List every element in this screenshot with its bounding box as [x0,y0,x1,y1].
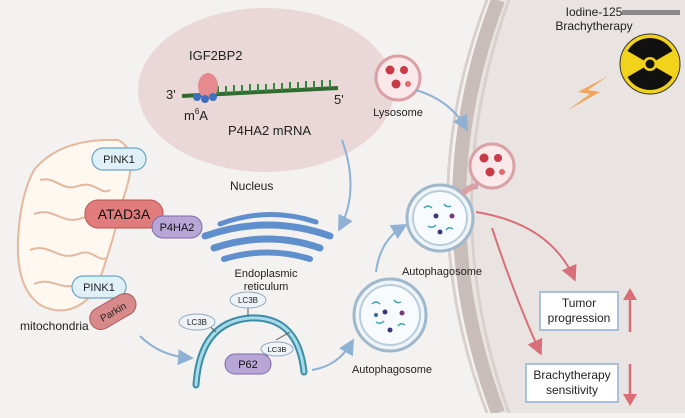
atad3a-node: ATAD3A [85,200,163,228]
brachytherapy-sensitivity-box: Brachytherapy sensitivity [526,364,618,402]
autophagosome-lower-label: Autophagosome [352,364,432,376]
iodine-label-line2: Brachytherapy [555,19,632,33]
lc3b-node-1: LC3B [179,314,215,330]
svg-text:Brachytherapy: Brachytherapy [533,368,610,382]
svg-text:PINK1: PINK1 [103,154,135,166]
pink1-bottom-node: PINK1 [72,276,126,298]
radiation-icon [620,34,680,94]
lc3b-node-2: LC3B [230,292,266,308]
lc3b-node-3: LC3B [261,342,293,356]
nucleus-label: Nucleus [230,179,273,193]
iodine-label-line1: Iodine-125 [566,5,623,19]
svg-text:PINK1: PINK1 [83,282,115,294]
lysosome [376,56,420,100]
mitochondria-label: mitochondria [20,319,89,333]
p62-node: P62 [225,354,271,374]
svg-text:Tumor: Tumor [562,296,596,310]
tumor-progression-box: Tumor progression [540,292,618,330]
mrna-label: P4HA2 mRNA [228,123,311,138]
svg-text:P62: P62 [238,359,258,371]
lysosome-label: Lysosome [373,107,423,119]
svg-text:sensitivity: sensitivity [546,383,598,397]
autophagosome-lower [354,279,426,351]
autophagosome-upper-label: Autophagosome [402,266,482,278]
er-label-line1: Endoplasmic [235,268,298,280]
svg-text:ATAD3A: ATAD3A [98,206,151,222]
seed-bar [622,10,680,15]
svg-text:LC3B: LC3B [238,296,258,305]
svg-text:P4HA2: P4HA2 [160,222,195,234]
igf2bp2-label: IGF2BP2 [189,48,242,63]
svg-text:progression: progression [548,311,611,325]
er-label-line2: reticulum [244,281,289,293]
three-prime-label: 3' [166,87,176,102]
svg-text:LC3B: LC3B [187,318,207,327]
endoplasmic-reticulum [205,214,330,259]
pink1-top-node: PINK1 [92,148,146,170]
p4ha2-node: P4HA2 [152,216,202,238]
svg-text:LC3B: LC3B [268,345,287,354]
five-prime-label: 5' [334,92,344,107]
